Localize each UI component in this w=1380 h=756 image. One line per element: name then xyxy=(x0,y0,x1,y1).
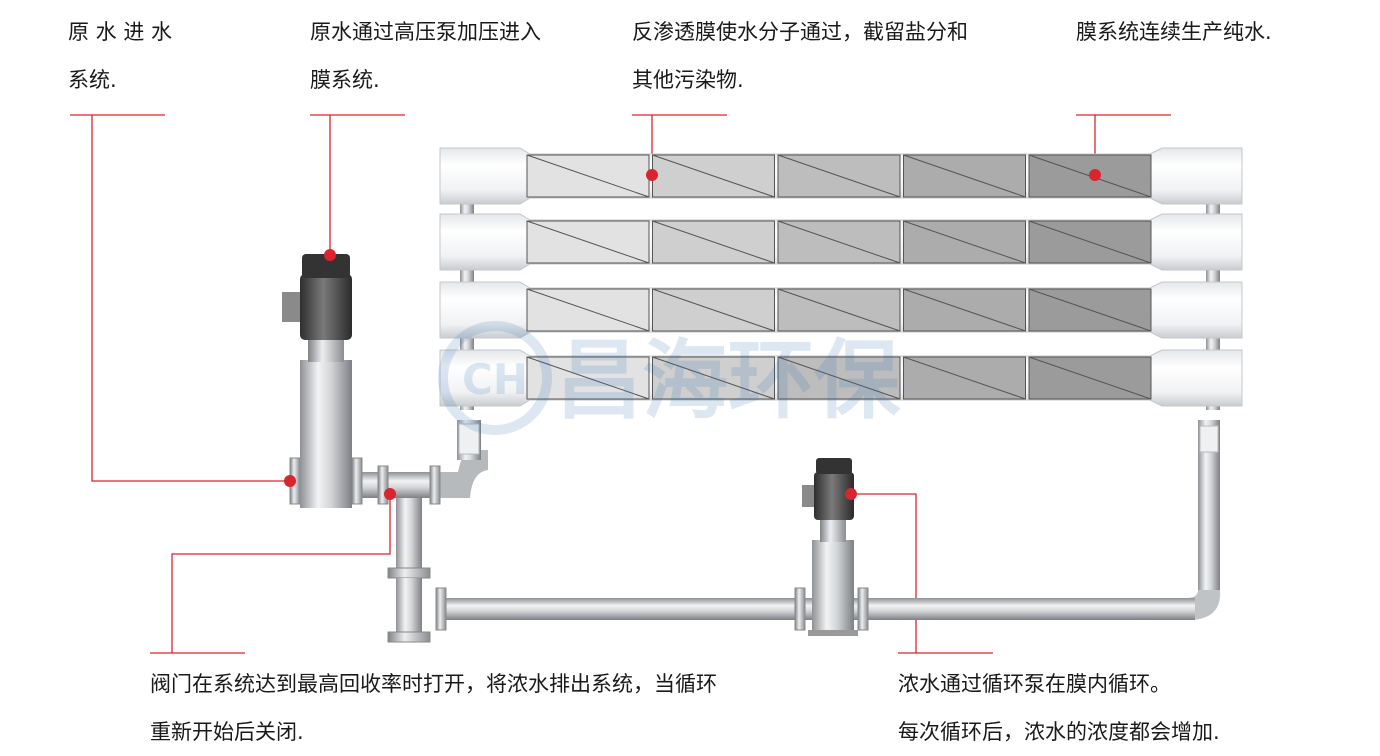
caption-high-pressure-line2: 膜系统. xyxy=(310,68,380,92)
marker-dot-product xyxy=(1089,169,1101,181)
caption-recirc: 浓水通过循环泵在膜内循环。 每次循环后，浓水的浓度都会增加. xyxy=(898,660,1220,756)
recirc-pump-motor xyxy=(802,458,854,542)
pressure-vessel xyxy=(439,213,1243,271)
watermark-logo-text: CH xyxy=(462,355,528,404)
marker-dot-high-pressure xyxy=(324,249,336,261)
marker-dot-valve xyxy=(384,488,396,500)
membrane-element-diagonal xyxy=(777,288,901,332)
caption-recirc-line1: 浓水通过循环泵在膜内循环。 xyxy=(898,672,1171,696)
caption-valve-line1: 阀门在系统达到最高回收率时打开，将浓水排出系统，当循环 xyxy=(150,672,717,696)
caption-membrane: 反渗透膜使水分子通过，截留盐分和 其他污染物. xyxy=(632,8,968,104)
leader-raw-inlet xyxy=(70,114,290,482)
membrane-element-diagonal xyxy=(903,154,1026,198)
caption-membrane-line1: 反渗透膜使水分子通过，截留盐分和 xyxy=(632,20,968,44)
pressure-vessel xyxy=(439,147,1243,205)
caption-high-pressure-line1: 原水通过高压泵加压进入 xyxy=(310,20,541,44)
membrane-element-diagonal xyxy=(652,288,775,332)
caption-product: 膜系统连续生产纯水. xyxy=(1076,8,1272,56)
drain-valve xyxy=(387,567,447,643)
membrane-element-diagonal xyxy=(652,220,775,264)
membrane-element-diagonal xyxy=(903,220,1026,264)
membrane-element-diagonal xyxy=(903,288,1026,332)
caption-product-line1: 膜系统连续生产纯水. xyxy=(1076,20,1272,44)
caption-raw-inlet-line2: 系统. xyxy=(68,68,117,92)
marker-dot-membrane xyxy=(646,169,658,181)
membrane-element-diagonal xyxy=(903,356,1026,400)
membrane-element-diagonal xyxy=(777,220,901,264)
membrane-element-diagonal xyxy=(652,154,775,198)
caption-membrane-line2: 其他污染物. xyxy=(632,68,744,92)
high-pressure-pump xyxy=(282,254,363,508)
watermark-logo-ring xyxy=(438,321,552,435)
watermark-text: 昌海环保 xyxy=(556,331,901,431)
pressure-vessels xyxy=(439,147,1243,407)
membrane-element-diagonal xyxy=(1028,356,1152,400)
caption-raw-inlet-line1: 原 水 进 水 xyxy=(68,20,173,44)
membrane-element-diagonal xyxy=(526,154,650,198)
marker-dots xyxy=(284,169,1101,500)
leader-high-pressure xyxy=(310,114,405,255)
recirc-pump-housing xyxy=(794,540,869,636)
membrane-element-diagonal xyxy=(777,356,901,400)
caption-valve: 阀门在系统达到最高回收率时打开，将浓水排出系统，当循环 重新开始后关闭. xyxy=(150,660,717,756)
membrane-element-diagonal xyxy=(1028,220,1152,264)
caption-raw-inlet: 原 水 进 水 系统. xyxy=(68,8,172,104)
caption-valve-line2: 重新开始后关闭. xyxy=(150,720,304,744)
leader-valve xyxy=(150,494,391,654)
membrane-element-diagonal xyxy=(526,356,650,400)
pressure-vessel xyxy=(439,281,1243,339)
caption-high-pressure: 原水通过高压泵加压进入 膜系统. xyxy=(310,8,541,104)
return-pipe xyxy=(1186,420,1221,620)
membrane-element-diagonal xyxy=(1028,288,1152,332)
membrane-element-diagonal xyxy=(652,356,775,400)
watermark: CH 昌海环保 xyxy=(438,321,901,435)
caption-recirc-line2: 每次循环后，浓水的浓度都会增加. xyxy=(898,720,1220,744)
marker-dot-recirc xyxy=(845,488,857,500)
pressure-vessel xyxy=(439,349,1243,407)
leader-recirc xyxy=(851,493,993,654)
membrane-element-diagonal xyxy=(777,154,901,198)
feed-pipework xyxy=(360,420,488,573)
marker-dot-raw-inlet xyxy=(284,475,296,487)
membrane-element-diagonal xyxy=(526,288,650,332)
membrane-element-diagonal xyxy=(526,220,650,264)
